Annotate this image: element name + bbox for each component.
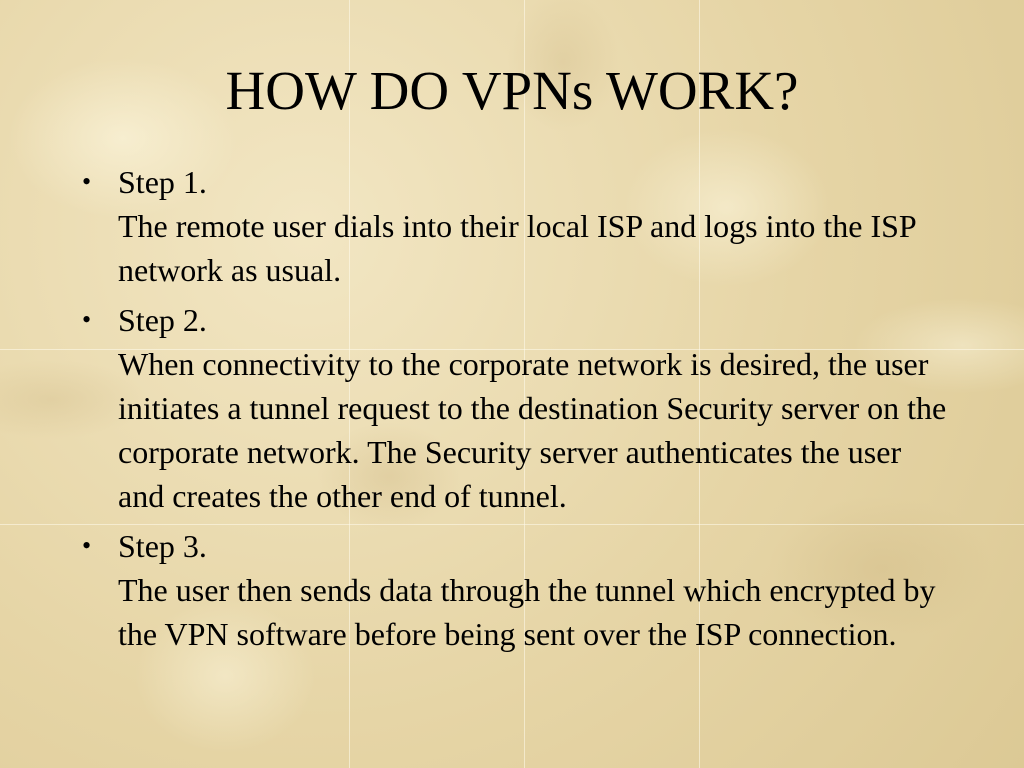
step-description: When connectivity to the corporate netwo…: [118, 346, 947, 514]
bullet-icon: •: [82, 305, 92, 334]
bullet-icon: •: [82, 531, 92, 560]
step-label: Step 2.: [118, 302, 207, 338]
bullet-icon: •: [82, 167, 92, 196]
background-seam: [349, 0, 350, 768]
background-seam: [524, 0, 525, 768]
bullet-list: • Step 1. The remote user dials into the…: [80, 160, 950, 662]
step-description: The user then sends data through the tun…: [118, 572, 936, 652]
background-seam: [699, 0, 700, 768]
step-label: Step 1.: [118, 164, 207, 200]
background-seam: [0, 524, 1024, 525]
step-label: Step 3.: [118, 528, 207, 564]
bullet-item-step-1: • Step 1. The remote user dials into the…: [80, 160, 950, 292]
bullet-item-step-3: • Step 3. The user then sends data throu…: [80, 524, 950, 656]
slide-title: HOW DO VPNs WORK?: [225, 60, 799, 121]
bullet-item-step-2: • Step 2. When connectivity to the corpo…: [80, 298, 950, 518]
step-description: The remote user dials into their local I…: [118, 208, 916, 288]
background-seam: [0, 349, 1024, 350]
